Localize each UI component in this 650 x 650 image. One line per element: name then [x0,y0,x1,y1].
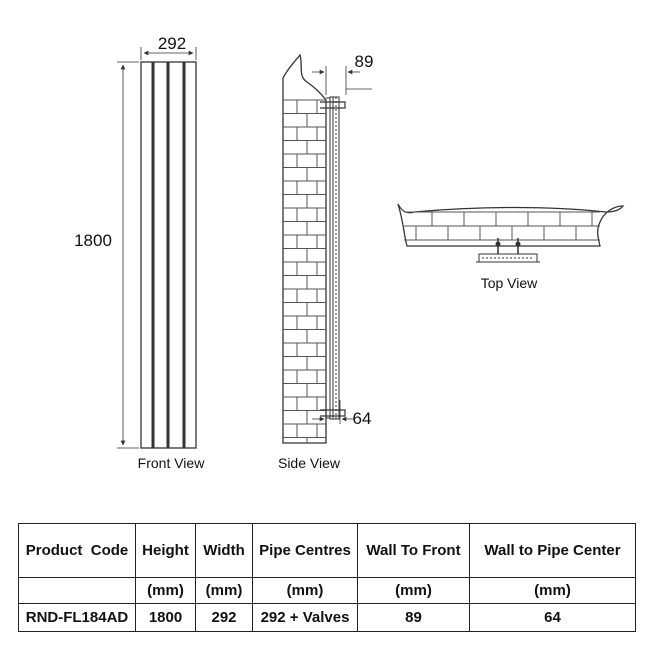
table-cell-height: 1800 [135,603,196,632]
height-dimension [117,61,139,449]
side-view-wall [282,53,327,444]
table-unit-cell [18,577,136,604]
wall-to-front-label: 89 [355,52,374,71]
table-header-cell: Product Code [18,523,136,578]
height-dimension-label: 1800 [74,231,112,250]
table-cell-pipe-centres: 292 + Valves [252,603,358,632]
table-row: RND-FL184AD 1800 292 292 + Valves 89 64 [18,603,636,632]
top-view-label: Top View [481,275,538,291]
wall-to-front-dimension [312,66,372,95]
width-dimension-label: 292 [158,34,186,53]
table-header-cell: Width [195,523,253,578]
table-unit-cell: (mm) [252,577,358,604]
table-header-row: Product Code Height Width Pipe Centres W… [18,523,636,578]
top-view-radiator [476,238,540,263]
table-unit-cell: (mm) [469,577,636,604]
top-view-wall [397,203,625,247]
table-header-cell: Wall To Front [357,523,470,578]
table-unit-cell: (mm) [135,577,196,604]
wall-to-pipe-dimension [312,400,354,424]
front-view-label: Front View [138,455,206,471]
table-header-cell: Height [135,523,196,578]
wall-to-pipe-label: 64 [353,409,372,428]
table-unit-cell: (mm) [195,577,253,604]
technical-drawing: 292 1800 Front View [74,34,625,471]
table-cell-wall-to-front: 89 [357,603,470,632]
side-view-radiator [320,96,346,420]
table-unit-cell: (mm) [357,577,470,604]
top-view: Top View [397,203,625,291]
table-header-cell: Pipe Centres [252,523,358,578]
side-view: 89 64 Side View [278,52,373,471]
spec-table: Product Code Height Width Pipe Centres W… [18,523,636,632]
table-cell-width: 292 [195,603,253,632]
table-cell-wall-to-pipe: 64 [469,603,636,632]
front-view: 292 1800 Front View [74,34,205,471]
side-view-label: Side View [278,455,341,471]
table-cell-product-code: RND-FL184AD [18,603,136,632]
front-view-radiator [140,61,197,449]
table-units-row: (mm) (mm) (mm) (mm) (mm) [18,577,636,604]
width-dimension [140,47,197,60]
table-header-cell: Wall to Pipe Center [469,523,636,578]
